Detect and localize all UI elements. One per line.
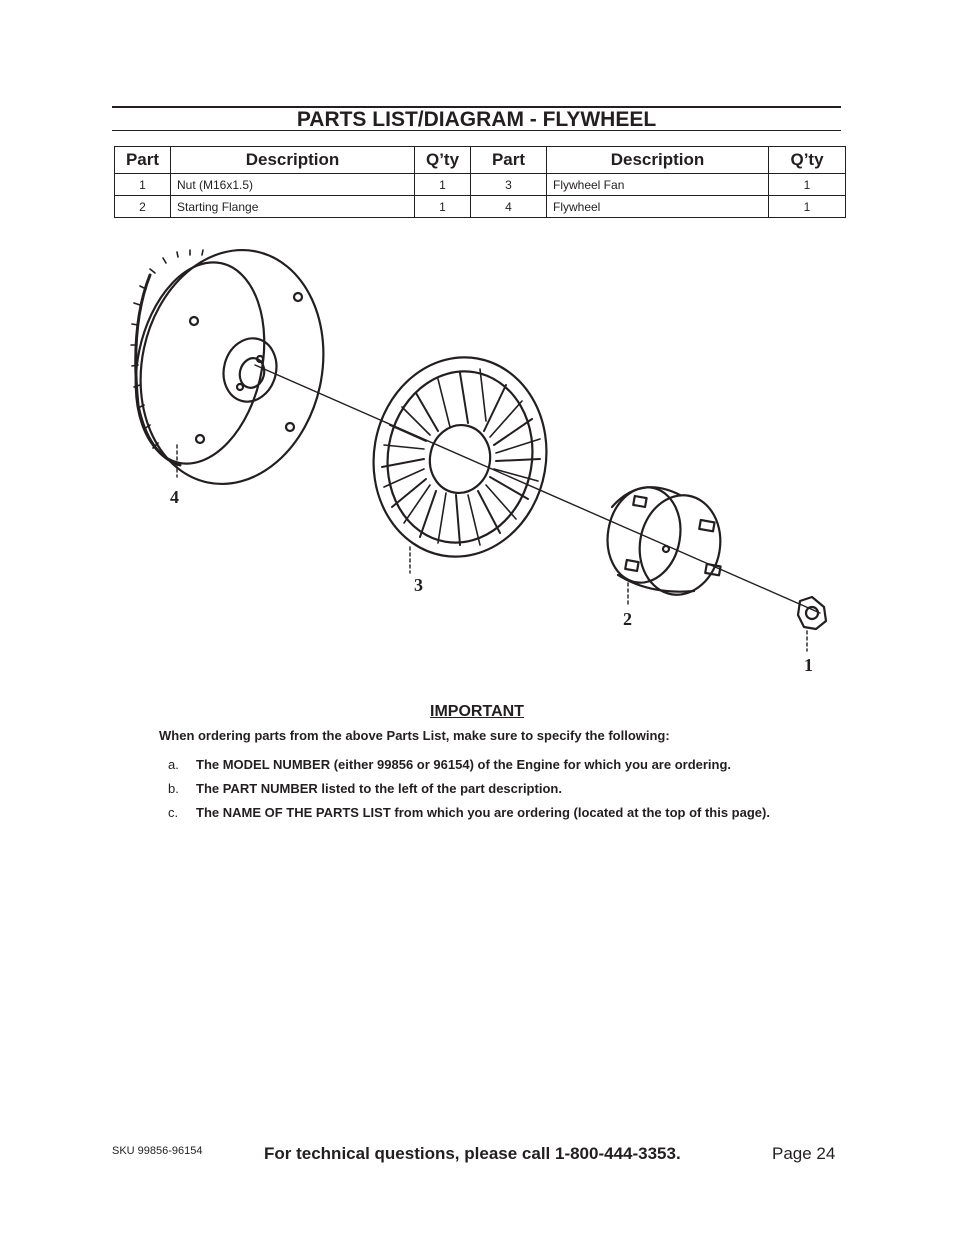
header-part: Part [114, 146, 171, 174]
assembly-axis-line [254, 364, 821, 614]
list-item: c. The NAME OF THE PARTS LIST from which … [168, 805, 770, 820]
part-qty: 1 [768, 195, 846, 218]
callout-1: 1 [804, 655, 813, 675]
list-item-letter: b. [168, 781, 179, 796]
starting-flange-part [606, 486, 722, 606]
callout-4: 4 [170, 487, 179, 507]
footer-sku: SKU 99856-96154 [112, 1145, 203, 1157]
nut-part [796, 595, 828, 652]
part-description: Nut (M16x1.5) [170, 173, 415, 196]
list-item-letter: a. [168, 757, 179, 772]
list-item-letter: c. [168, 805, 179, 820]
list-item-text: The PART NUMBER listed to the left of th… [196, 781, 562, 796]
part-qty: 1 [414, 195, 471, 218]
part-number: 2 [114, 195, 171, 218]
callout-2: 2 [623, 609, 632, 629]
title-rule-top [112, 106, 841, 108]
part-number: 3 [470, 173, 547, 196]
parts-table: Part Description Q’ty Part Description Q… [114, 146, 846, 218]
flywheel-part [130, 248, 325, 486]
part-description: Starting Flange [170, 195, 415, 218]
footer-support-phone: For technical questions, please call 1-8… [264, 1144, 681, 1163]
footer-page-number: Page 24 [772, 1144, 836, 1163]
flywheel-fan-part [372, 356, 548, 574]
table-row: 1 Nut (M16x1.5) 1 3 Flywheel Fan 1 [114, 173, 846, 196]
flywheel-exploded-diagram: 4 3 2 1 [130, 248, 828, 675]
header-qty: Q’ty [414, 146, 471, 174]
list-item-text: The MODEL NUMBER (either 99856 or 96154)… [196, 757, 732, 772]
table-header-row: Part Description Q’ty Part Description Q… [114, 146, 846, 174]
part-number: 4 [470, 195, 547, 218]
page-title: PARTS LIST/DIAGRAM - FLYWHEEL [296, 108, 657, 131]
header-description: Description [170, 146, 415, 174]
part-number: 1 [114, 173, 171, 196]
header-qty: Q’ty [768, 146, 846, 174]
part-qty: 1 [414, 173, 471, 196]
important-intro: When ordering parts from the above Parts… [159, 728, 670, 743]
list-item-text: The NAME OF THE PARTS LIST from which yo… [196, 805, 770, 820]
title-rule-bottom [112, 130, 841, 131]
part-qty: 1 [768, 173, 846, 196]
part-description: Flywheel [546, 195, 769, 218]
callout-3: 3 [414, 575, 423, 595]
list-item: a. The MODEL NUMBER (either 99856 or 9615… [168, 757, 731, 772]
part-description: Flywheel Fan [546, 173, 769, 196]
list-item: b. The PART NUMBER listed to the left of … [168, 781, 562, 796]
header-description: Description [546, 146, 769, 174]
important-heading: IMPORTANT [430, 703, 524, 720]
table-row: 2 Starting Flange 1 4 Flywheel 1 [114, 195, 846, 218]
header-part: Part [470, 146, 547, 174]
